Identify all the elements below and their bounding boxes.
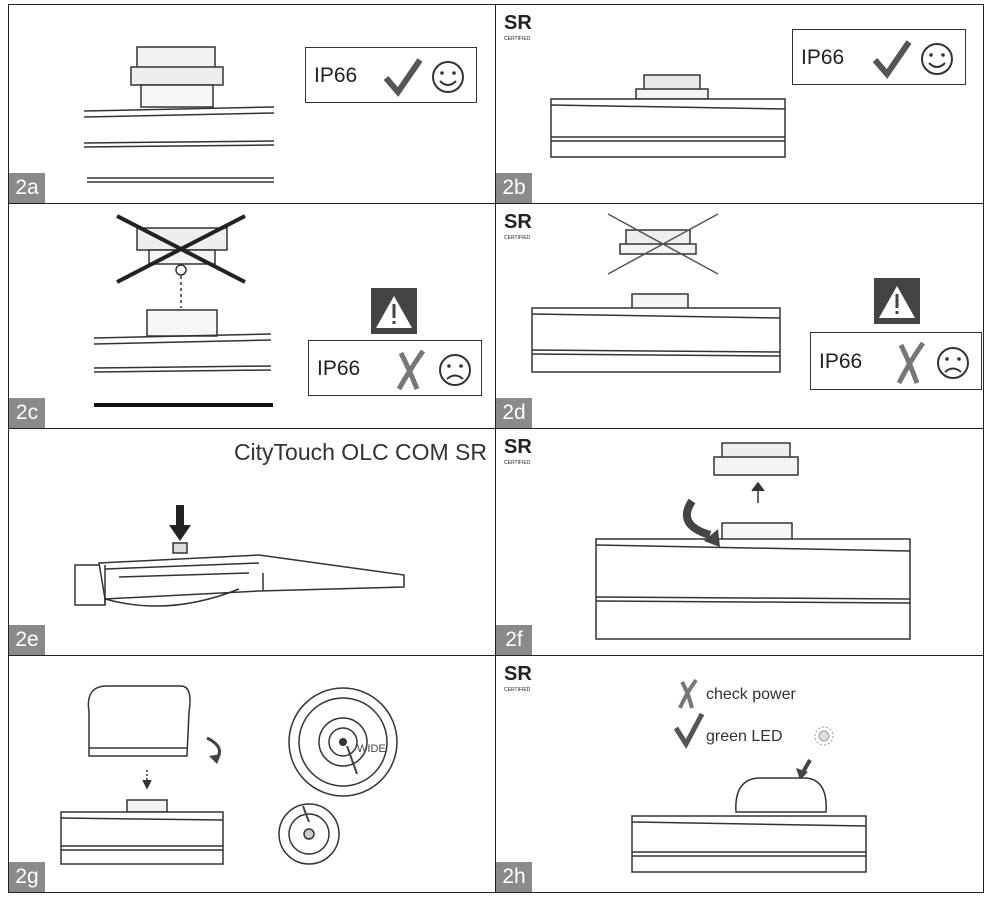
warning-icon (874, 278, 920, 324)
ip66-fail-box: IP66 (810, 332, 982, 390)
illustration-2a (83, 46, 275, 183)
x-frown-icon (396, 349, 471, 391)
panel-2b: SR CERTIFIED IP66 2b (495, 4, 984, 204)
ip66-fail-box: IP66 (308, 340, 482, 396)
panel-label: 2b (496, 173, 532, 203)
panel-label: 2g (9, 862, 45, 892)
panel-2c: IP66 2c (8, 203, 496, 429)
check-power-text: check power (706, 686, 796, 703)
ip66-ok-box: IP66 (305, 47, 477, 103)
svg-text:CERTIFIED: CERTIFIED (504, 36, 531, 42)
instruction-grid: IP66 2a SR CERTIFIED (8, 4, 984, 893)
ip66-label: IP66 (314, 64, 358, 87)
panel-label: 2d (496, 398, 532, 428)
illustration-2b (550, 74, 786, 158)
svg-text:SR: SR (504, 12, 532, 34)
svg-text:SR: SR (504, 663, 532, 685)
luminaire-illustration (74, 505, 405, 607)
check-mark-icon (673, 712, 705, 749)
illustration-2h (631, 678, 867, 873)
sr-logo-icon: SR CERTIFIED (504, 436, 532, 466)
sr-logo-icon: SR CERTIFIED (504, 12, 532, 42)
panel-2e: CityTouch OLC COM SR 2e (8, 428, 496, 656)
dial-label: WIDE (357, 743, 386, 755)
ip66-label: IP66 (801, 46, 845, 69)
panel-label: 2f (496, 625, 532, 655)
svg-text:CERTIFIED: CERTIFIED (504, 460, 531, 466)
check-smile-icon (872, 40, 953, 79)
panel-2f: SR CERTIFIED 2f (495, 428, 984, 656)
svg-text:SR: SR (504, 211, 532, 233)
sr-logo-icon: SR CERTIFIED (504, 663, 532, 693)
check-smile-icon (383, 58, 464, 97)
ip66-label: IP66 (819, 350, 863, 373)
panel-label: 2e (9, 625, 45, 655)
green-led-text: green LED (706, 728, 783, 745)
ip66-label: IP66 (317, 357, 361, 380)
panel-2g: WIDE 2g (8, 655, 496, 893)
illustration-2c (93, 214, 273, 407)
illustration-2d (531, 213, 781, 373)
panel-label: 2c (9, 398, 45, 428)
warning-icon (371, 288, 417, 334)
panel-label: 2h (496, 862, 532, 892)
svg-text:CERTIFIED: CERTIFIED (504, 235, 531, 241)
illustration-2g: WIDE (60, 685, 398, 865)
panel-2d: SR CERTIFIED IP66 2d (495, 203, 984, 429)
panel-2a: IP66 2a (8, 4, 496, 204)
ip66-ok-box: IP66 (792, 29, 966, 85)
panel-2h: SR CERTIFIED check power green LED 2h (495, 655, 984, 893)
product-title: CityTouch OLC COM SR (233, 439, 487, 465)
illustration-2f (595, 442, 911, 640)
sr-logo-icon: SR CERTIFIED (504, 211, 532, 241)
svg-text:SR: SR (504, 436, 532, 458)
svg-text:CERTIFIED: CERTIFIED (504, 687, 531, 693)
panel-label: 2a (9, 173, 45, 203)
x-frown-icon (896, 341, 969, 385)
led-light-icon (814, 726, 834, 746)
